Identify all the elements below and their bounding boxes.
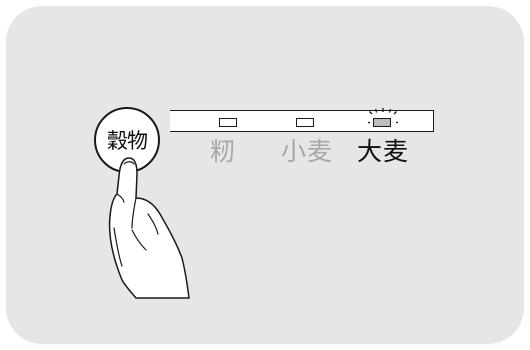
grain-select-button-label: 穀物 <box>107 129 148 153</box>
option-komugi-label: 小麦 <box>281 137 334 166</box>
indicator-led-momi <box>219 118 237 127</box>
indicator-led-komugi <box>296 118 314 127</box>
pointing-hand-icon <box>108 157 190 299</box>
option-momi-label: 籾 <box>210 137 237 166</box>
option-omugi-label: 大麦 <box>357 137 410 166</box>
control-panel <box>6 6 524 344</box>
indicator-led-omugi <box>373 118 391 127</box>
blinking-rays-icon <box>368 108 398 124</box>
